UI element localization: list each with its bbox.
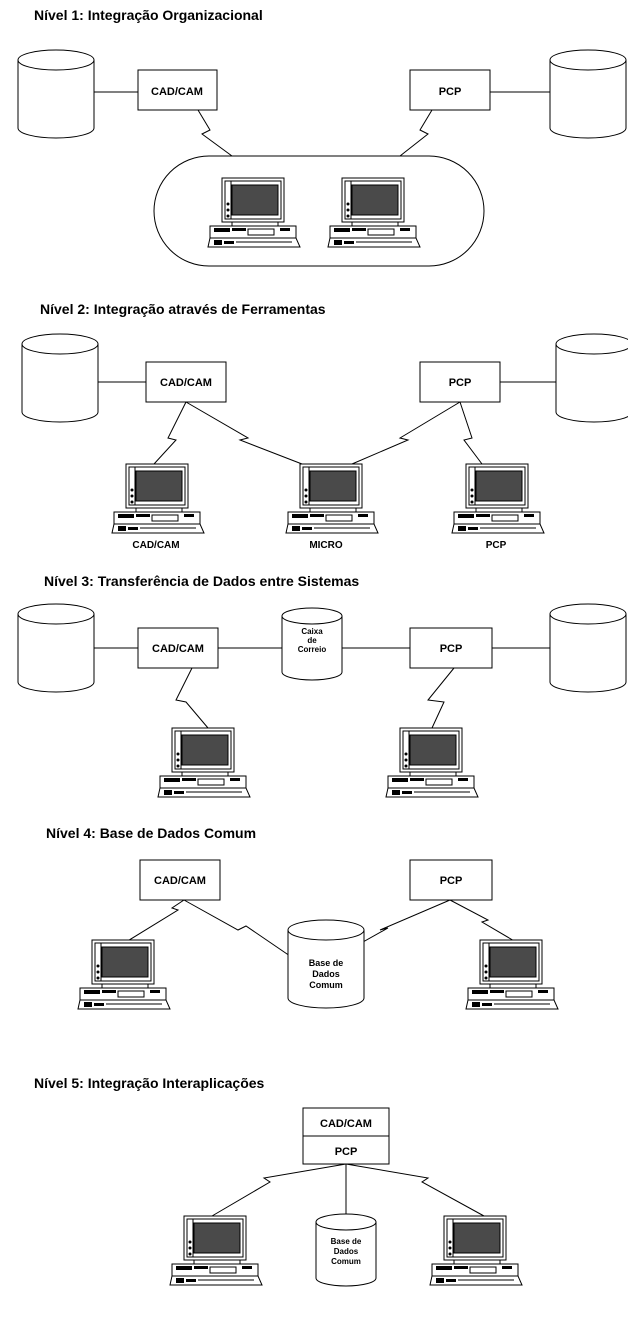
level-1-title: Nível 1: Integração Organizacional	[34, 7, 263, 23]
level-4-pcp-box	[409, 859, 493, 901]
level-3-mailbox-line-2: de	[307, 636, 317, 645]
level-2-left-database-icon	[21, 333, 99, 423]
level-3-cadcam-box	[137, 627, 219, 669]
level-5-computer-left-icon	[169, 1215, 263, 1286]
level-5-db-line-1: Base de	[331, 1237, 362, 1246]
level-4-computer-left-icon	[77, 939, 171, 1010]
level-3-cadcam-label: CAD/CAM	[152, 643, 204, 655]
level-3-mailbox-line-1: Caixa	[301, 627, 323, 636]
level-3-computer-right-icon	[385, 727, 479, 798]
level-1-network-enclosure	[153, 155, 485, 267]
level-3-pcp-label: PCP	[440, 643, 463, 655]
level-2-pc-label-micro: MICRO	[309, 540, 343, 551]
level-5-pcp-box	[302, 1135, 390, 1165]
level-4-pcp-label: PCP	[440, 875, 463, 887]
level-2-computer-cadcam-icon	[111, 463, 205, 534]
level-2-title: Nível 2: Integração através de Ferrament…	[40, 301, 326, 317]
level-1-left-database-icon	[17, 49, 95, 139]
level-3-mailbox-line-3: Correio	[298, 645, 327, 654]
level-4-computer-right-icon	[465, 939, 559, 1010]
level-5-pcp-label: PCP	[335, 1146, 358, 1158]
level-2-right-database-icon	[555, 333, 628, 423]
level-2-cadcam-box	[145, 361, 227, 403]
level-1-cadcam-label: CAD/CAM	[151, 86, 203, 98]
level-5-db-line-3: Comum	[331, 1257, 361, 1266]
level-4-cadcam-box	[139, 859, 221, 901]
level-3-computer-left-icon	[157, 727, 251, 798]
level-1-pcp-label: PCP	[439, 86, 462, 98]
level-4-cadcam-label: CAD/CAM	[154, 875, 206, 887]
level-5-title: Nível 5: Integração Interaplicações	[34, 1075, 265, 1091]
level-2-pc-label-cadcam: CAD/CAM	[132, 540, 179, 551]
level-3-left-database-icon	[17, 603, 95, 693]
level-3-pcp-box	[409, 627, 493, 669]
level-5-db-line-2: Dados	[334, 1247, 359, 1256]
level-2-cadcam-label: CAD/CAM	[160, 377, 212, 389]
level-1-computer-right-icon	[327, 177, 421, 248]
level-2-computer-micro-icon	[285, 463, 379, 534]
level-1-cadcam-box	[137, 69, 218, 111]
level-4-db-line-3: Comum	[309, 980, 343, 990]
level-3-title: Nível 3: Transferência de Dados entre Si…	[44, 573, 359, 589]
level-2-pc-label-pcp: PCP	[486, 540, 507, 551]
level-1-right-database-icon	[549, 49, 627, 139]
level-4-title: Nível 4: Base de Dados Comum	[46, 825, 256, 841]
level-5-cadcam-label: CAD/CAM	[320, 1118, 372, 1130]
level-1-computer-left-icon	[207, 177, 301, 248]
level-1-pcp-box	[409, 69, 491, 111]
level-2-computer-pcp-icon	[451, 463, 545, 534]
level-3-right-database-icon	[549, 603, 627, 693]
level-4-db-line-1: Base de	[309, 958, 344, 968]
level-4-db-line-2: Dados	[312, 969, 340, 979]
level-5-computer-right-icon	[429, 1215, 523, 1286]
level-2-pcp-label: PCP	[449, 377, 472, 389]
